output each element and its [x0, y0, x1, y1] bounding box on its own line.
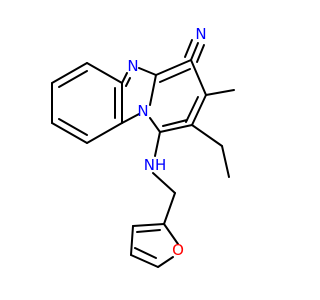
bridgehead-n-label: N: [137, 102, 148, 120]
furan-ring: [130, 223, 179, 268]
amine-nh-label: NH: [144, 156, 167, 174]
nitrile-n-label: N: [195, 25, 206, 43]
amine-linker: [152, 131, 176, 225]
imidazole-n-label: N: [127, 57, 138, 75]
molecule-structure: N N N NH O: [51, 25, 235, 268]
methyl-bond: [205, 89, 235, 96]
furan-o-label: O: [172, 241, 184, 259]
nitrile-group: [184, 39, 205, 63]
benzene-ring: [51, 62, 123, 144]
ethyl-group: [191, 124, 230, 178]
pyridine-ring: [149, 59, 207, 133]
imidazole-ring: [121, 67, 157, 124]
structure-drawing: N N N NH O: [51, 25, 235, 268]
